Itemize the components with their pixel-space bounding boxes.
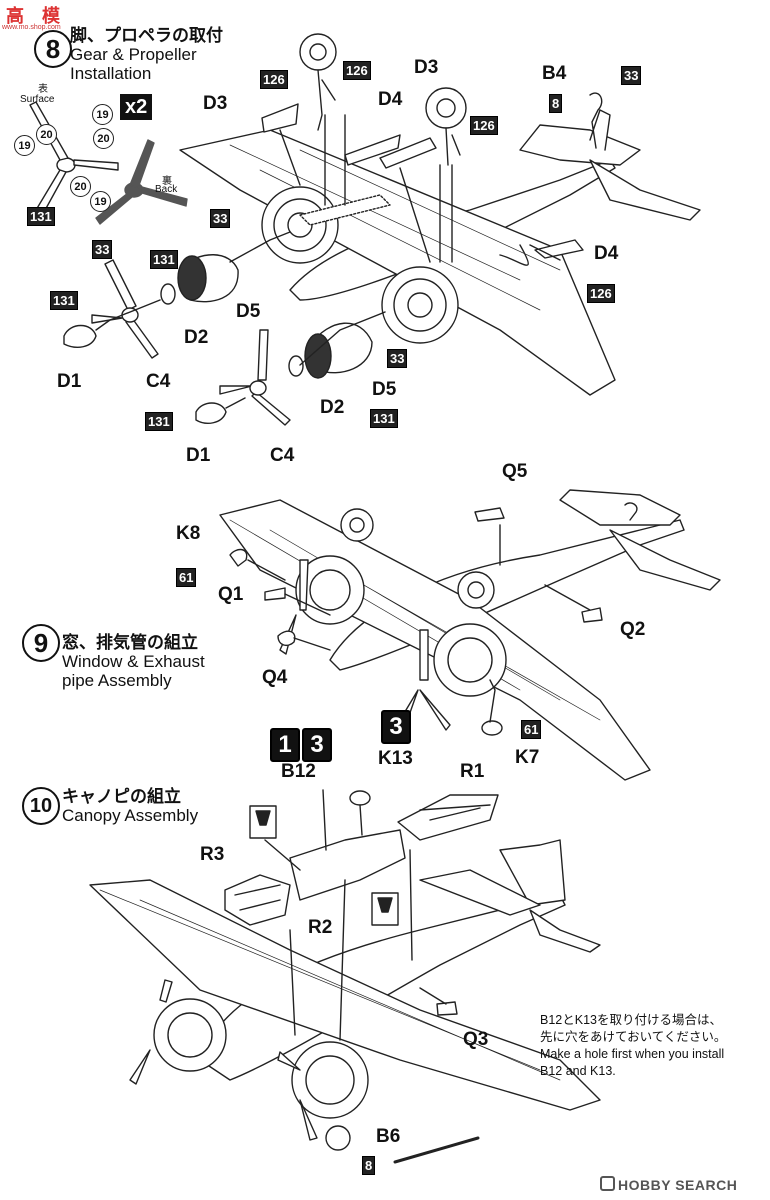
paint-color-20: 20 [70, 176, 91, 197]
paint-color-20: 20 [93, 128, 114, 149]
paint-code-33: 33 [92, 240, 113, 259]
watermark-url: www.mo.shop.com [2, 24, 61, 31]
paint-code-61: 61 [521, 720, 542, 739]
back-label-jp: 裏 [162, 176, 172, 187]
step-8-title: 脚、プロペラの取付 Gear & Propeller Installation [70, 26, 223, 83]
drill-note-en2: B12 and K13. [540, 1064, 616, 1078]
step-9-number: 9 [22, 624, 60, 662]
paint-code-126: 126 [470, 116, 498, 135]
part-B6: B6 [376, 1126, 401, 1147]
paint-color-20: 20 [36, 124, 57, 145]
part-D4: D4 [594, 243, 619, 264]
step-9-number-text: 9 [33, 627, 49, 658]
paint-code-126: 126 [343, 61, 371, 80]
step-8-number-text: 8 [45, 33, 61, 64]
part-D3: D3 [414, 57, 439, 78]
part-D5: D5 [372, 379, 397, 400]
part-K8: K8 [176, 523, 201, 544]
part-D3: D3 [203, 93, 228, 114]
part-Q4: Q4 [262, 667, 288, 688]
part-D1: D1 [57, 371, 82, 392]
surface-label-jp: 表 [38, 84, 48, 95]
part-Q3: Q3 [463, 1029, 489, 1050]
aircraft-step10 [89, 789, 601, 1164]
footer-watermark-text: HOBBY SEARCH [618, 1177, 738, 1193]
drill-note-jp1: B12とK13を取り付ける場合は、 [540, 1013, 722, 1027]
part-K13: K13 [378, 748, 413, 769]
part-B12: B12 [281, 761, 316, 782]
drill-note-jp2: 先に穴をあけておいてください。 [540, 1030, 727, 1044]
part-D4: D4 [378, 89, 403, 110]
part-D1: D1 [186, 445, 211, 466]
part-R3: R3 [200, 844, 225, 865]
step-8-title-en1: Gear & Propeller [70, 45, 197, 64]
paint-chip-3: 3 [381, 710, 411, 744]
propeller-back-illustration [95, 139, 188, 225]
step-10-title-en1: Canopy Assembly [62, 806, 199, 825]
paint-color-19: 19 [92, 104, 113, 125]
paint-color-19: 19 [90, 191, 111, 212]
surface-label: 表 [28, 80, 58, 95]
back-label-en: Back [155, 184, 178, 195]
step-9-title: 窓、排気管の組立 Window & Exhaust pipe Assembly [62, 633, 205, 690]
paint-code-126: 126 [587, 284, 615, 303]
paint-code-33: 33 [387, 349, 408, 368]
step-10-number-text: 10 [29, 794, 53, 817]
part-Q5: Q5 [502, 461, 528, 482]
paint-code-33: 33 [210, 209, 231, 228]
drill-note: B12とK13を取り付ける場合は、 先に穴をあけておいてください。 Make a… [540, 1012, 726, 1080]
footer-watermark: HOBBY SEARCH [600, 1176, 737, 1193]
part-R1: R1 [460, 761, 485, 782]
step-9-title-jp: 窓、排気管の組立 [62, 633, 198, 652]
footer-logo-icon [600, 1176, 615, 1191]
paint-code-131: 131 [27, 207, 55, 226]
part-Q1: Q1 [218, 584, 244, 605]
step-10-number: 10 [22, 787, 60, 825]
paint-code-131: 131 [145, 412, 173, 431]
paint-chip-3: 3 [302, 728, 332, 762]
part-D2: D2 [184, 327, 209, 348]
paint-code-131: 131 [150, 250, 178, 269]
watermark-logo: 高 模 www.mo.shop.com [2, 2, 66, 32]
paint-chip-3b-text: 3 [389, 713, 403, 740]
paint-chip-1: 1 [270, 728, 300, 762]
paint-chip-1-text: 1 [278, 731, 292, 758]
step-8-number: 8 [34, 30, 72, 68]
paint-code-33: 33 [621, 66, 642, 85]
step-8-title-jp: 脚、プロペラの取付 [70, 26, 223, 45]
drill-note-en1: Make a hole first when you install [540, 1047, 725, 1061]
paint-chip-3-text: 3 [310, 731, 324, 758]
part-D5: D5 [236, 301, 261, 322]
part-B4: B4 [542, 63, 567, 84]
part-D2: D2 [320, 397, 345, 418]
paint-code-131: 131 [50, 291, 78, 310]
part-C4: C4 [270, 445, 295, 466]
part-Q2: Q2 [620, 619, 646, 640]
step-9-title-en1: Window & Exhaust [62, 652, 205, 671]
aircraft-step8 [63, 33, 701, 426]
step-8-title-en2: Installation [70, 64, 152, 83]
paint-code-8: 8 [362, 1156, 376, 1175]
paint-code-8: 8 [549, 94, 563, 113]
part-K7: K7 [515, 747, 540, 768]
paint-color-19: 19 [14, 135, 35, 156]
step-10-title-jp: キャノピの組立 [62, 787, 181, 806]
step-9-title-en2: pipe Assembly [62, 671, 172, 690]
aircraft-step9 [219, 489, 721, 781]
step-10-title: キャノピの組立 Canopy Assembly [62, 787, 198, 825]
watermark-char: 高 [6, 6, 24, 26]
part-C4: C4 [146, 371, 171, 392]
times-two-badge: x2 [120, 94, 153, 120]
paint-code-61: 61 [176, 568, 197, 587]
watermark-char-2: 模 [42, 6, 60, 26]
paint-code-131: 131 [370, 409, 398, 428]
surface-label-en: Surface [20, 94, 55, 105]
paint-code-126: 126 [260, 70, 288, 89]
part-R2: R2 [308, 917, 333, 938]
